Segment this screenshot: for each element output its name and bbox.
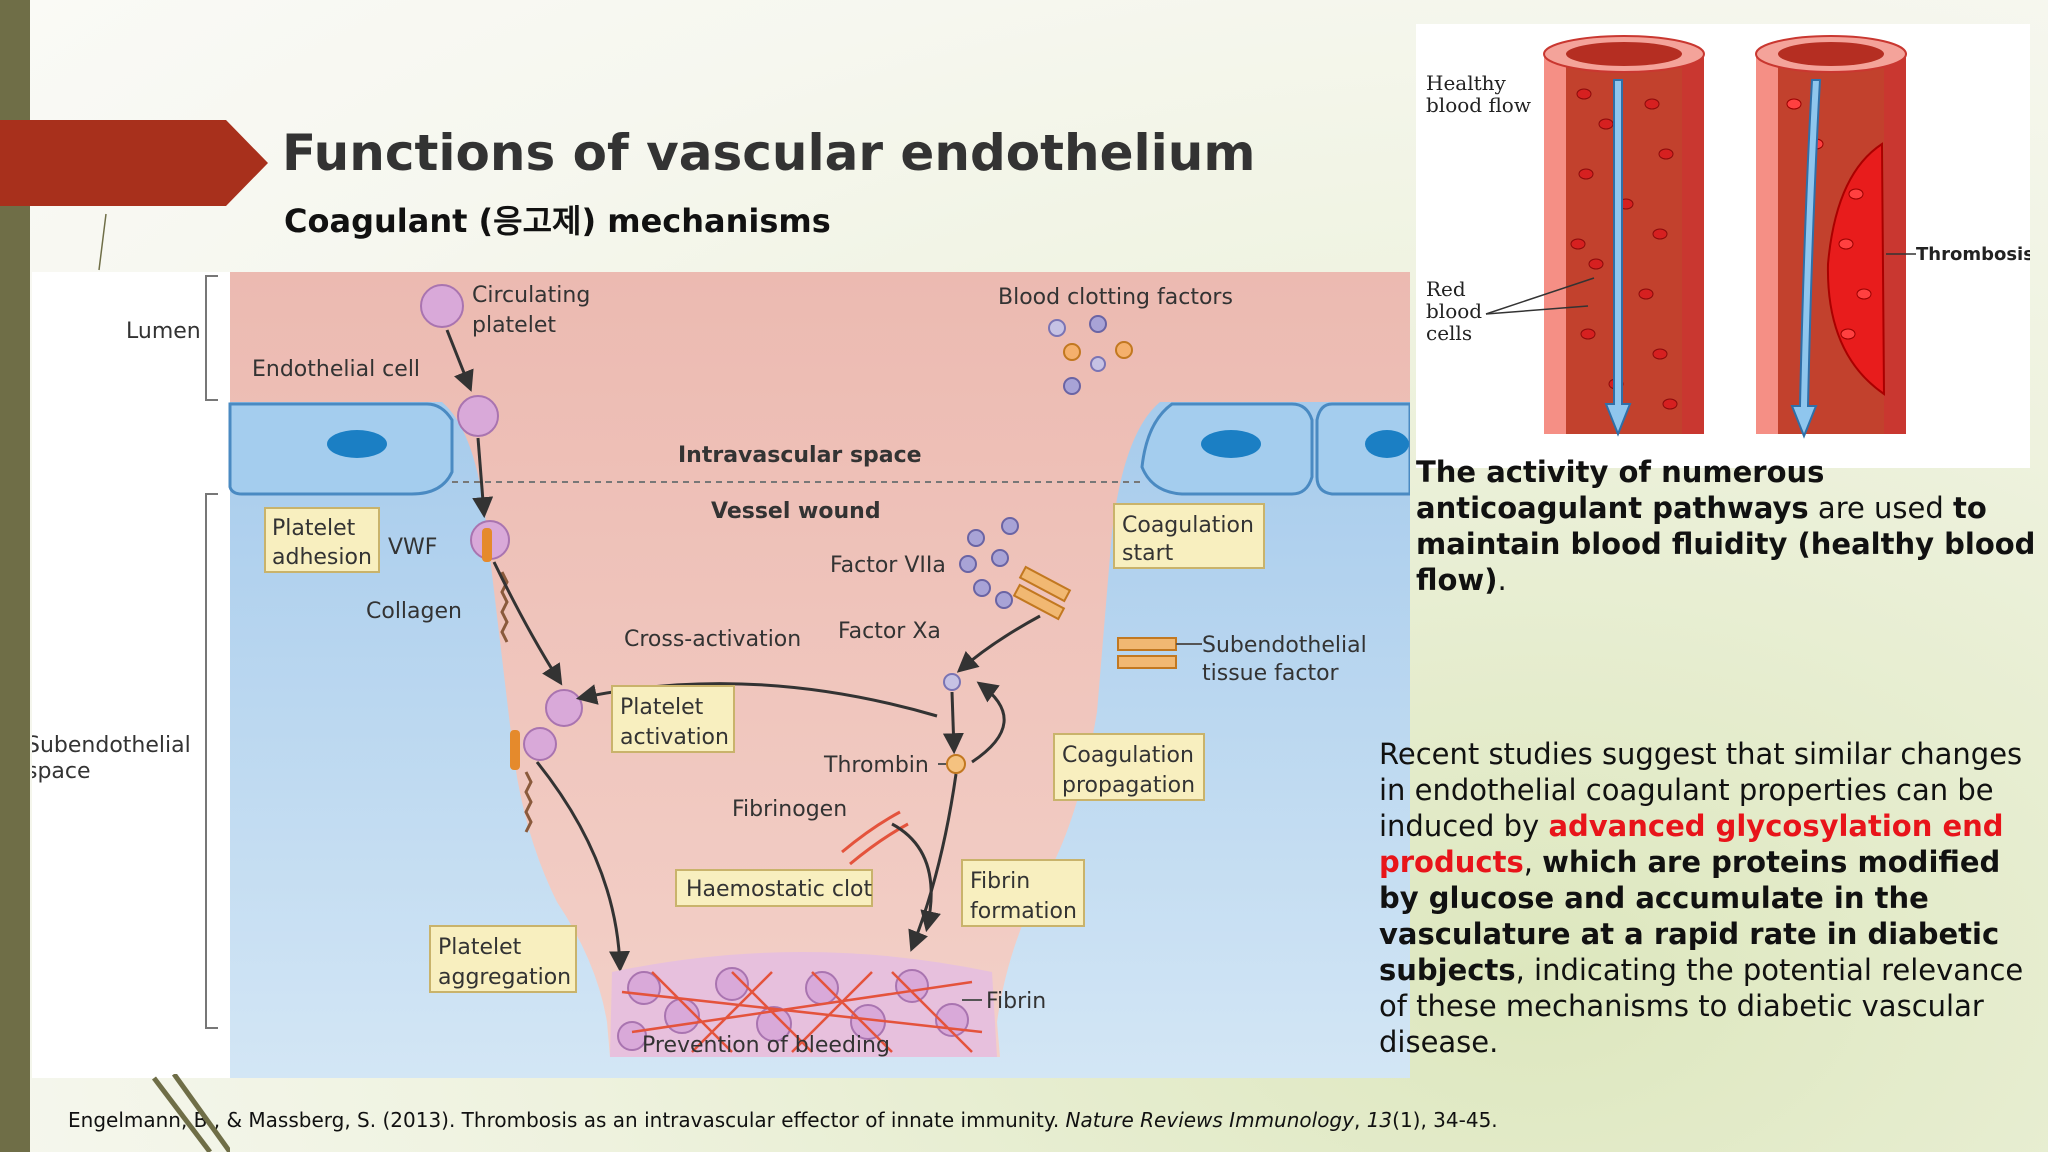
fibrin-label: Fibrin xyxy=(986,989,1046,1014)
lumen-bracket xyxy=(205,275,218,401)
factor-viia-cluster xyxy=(959,517,1019,609)
circulating-platelet-label: Circulating xyxy=(472,283,590,308)
fibrin-formation-label: Fibrin xyxy=(970,869,1030,894)
subendothelial-bracket xyxy=(205,493,218,1029)
svg-text:cells: cells xyxy=(1426,321,1472,345)
endothelial-cell-label: Endothelial cell xyxy=(252,357,420,382)
blood-clotting-factors-label: Blood clotting factors xyxy=(998,285,1233,310)
coagulation-start-label: Coagulation xyxy=(1122,513,1254,538)
platelet-activation-label: Platelet xyxy=(620,695,704,720)
svg-text:blood flow: blood flow xyxy=(1426,93,1531,117)
svg-text:adhesion: adhesion xyxy=(272,545,372,570)
svg-text:formation: formation xyxy=(970,899,1077,924)
cross-activation-label: Cross-activation xyxy=(624,627,801,652)
slide-subtitle: Coagulant (응고제) mechanisms xyxy=(284,202,831,240)
decorative-line xyxy=(98,213,107,271)
thrombosis-label: Thrombosis xyxy=(1916,244,2030,265)
title-arrow-banner xyxy=(0,120,268,206)
thrombin-label: Thrombin xyxy=(823,753,929,778)
restricted-flow-arrow xyxy=(1790,79,1822,439)
platelet-activation-box xyxy=(611,685,735,753)
red-blood-cells xyxy=(1570,88,1678,410)
citation: Engelmann, B., & Massberg, S. (2013). Th… xyxy=(68,1108,1498,1132)
subendothelial-space-label: Subendothelial xyxy=(32,733,191,758)
tissue-factor-bars xyxy=(1012,565,1202,669)
platelet-adhesion-label: Platelet xyxy=(272,516,356,541)
fibrinogen-strands xyxy=(841,810,909,866)
platelet-aggregation-box xyxy=(429,925,577,993)
collagen-label: Collagen xyxy=(366,599,462,624)
healthy-vessel xyxy=(1543,35,1705,434)
coagulation-diagram: Lumen Subendothelial space xyxy=(26,272,1412,1078)
svg-text:activation: activation xyxy=(620,725,729,750)
vwf-label: VWF xyxy=(388,535,437,560)
healthy-blood-flow-label: Healthy xyxy=(1426,71,1507,95)
blood-clotting-factors xyxy=(1048,315,1133,395)
recent-studies-text: Recent studies suggest that similar chan… xyxy=(1379,737,2024,1059)
healthy-flow-arrow xyxy=(1604,79,1632,437)
vessel-wound-region xyxy=(230,272,1410,1057)
svg-text:space: space xyxy=(32,759,91,784)
coagulation-propagation-label: Coagulation xyxy=(1062,743,1194,768)
svg-text:platelet: platelet xyxy=(472,313,556,338)
haemostatic-clot-box xyxy=(675,869,873,907)
platelet-aggregation-label: Platelet xyxy=(438,935,522,960)
coagulation-propagation-box xyxy=(1053,733,1205,801)
factor-viia-label: Factor VIIa xyxy=(830,553,946,578)
factor-xa-node xyxy=(943,673,961,691)
platelet-adhesion-box xyxy=(264,507,380,573)
fibrin-formation-box xyxy=(961,859,1085,927)
subendothelial-tissue-factor-label: Subendothelial xyxy=(1202,633,1367,658)
red-blood-cells-label: Red xyxy=(1426,277,1466,301)
svg-text:propagation: propagation xyxy=(1062,773,1195,798)
intravascular-space-label: Intravascular space xyxy=(678,443,922,468)
haemostatic-clot xyxy=(610,952,997,1057)
prevention-of-bleeding-label: Prevention of bleeding xyxy=(642,1033,890,1058)
anticoagulant-text: The activity of numerous anticoagulant p… xyxy=(1416,455,2036,597)
endothelial-cells-left xyxy=(228,402,454,496)
decorative-slashes xyxy=(152,1074,230,1152)
svg-text:start: start xyxy=(1122,541,1174,566)
vwf-marker xyxy=(482,528,492,562)
lumen-label: Lumen xyxy=(126,319,201,344)
vessel-thrombosis-figure: Healthy blood flow Red blood cells Throm… xyxy=(1416,24,2034,468)
svg-text:tissue factor: tissue factor xyxy=(1202,661,1340,686)
svg-text:aggregation: aggregation xyxy=(438,965,571,990)
haemostatic-clot-label: Haemostatic clot xyxy=(686,877,873,902)
factor-xa-label: Factor Xa xyxy=(838,619,941,644)
coagulation-start-box xyxy=(1113,503,1265,569)
vessel-wound-label: Vessel wound xyxy=(711,499,881,524)
fibrinogen-label: Fibrinogen xyxy=(732,797,847,822)
endothelial-cells-right xyxy=(1140,402,1412,496)
thrombin-node xyxy=(946,754,966,774)
slide-title: Functions of vascular endothelium xyxy=(282,124,1256,182)
svg-text:blood: blood xyxy=(1426,299,1482,323)
